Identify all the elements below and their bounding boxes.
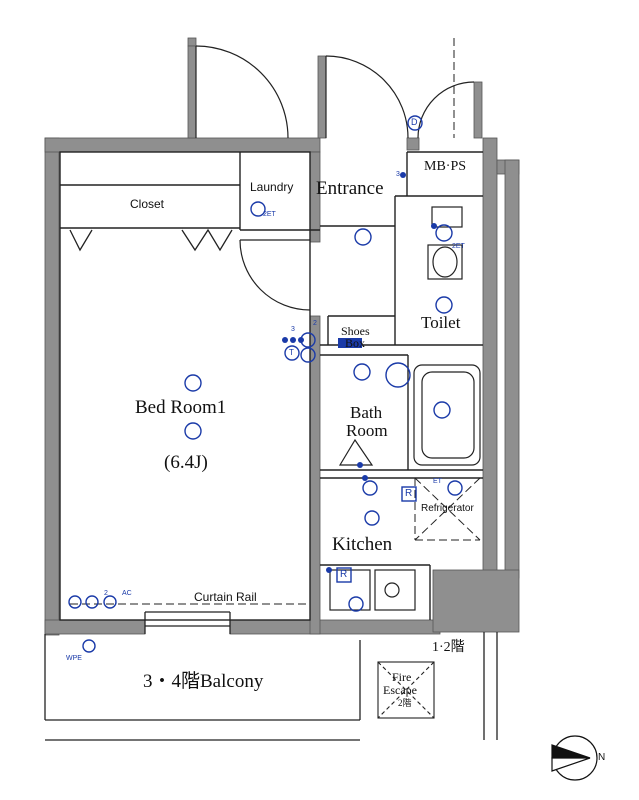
bathtub <box>338 364 481 466</box>
door-swings <box>195 45 475 311</box>
kitchen-label: Kitchen <box>332 534 393 555</box>
compass-north-label: N <box>598 752 606 763</box>
floor-note-label: 1·2階 <box>432 640 465 655</box>
entrance-label: Entrance <box>316 178 384 199</box>
electrical-symbols <box>68 115 463 653</box>
r-outlet-symbol-kitchen: R <box>340 569 348 580</box>
t-symbol: T <box>289 348 294 357</box>
two-et-symbol-laundry: 2ET <box>263 211 276 218</box>
two-et-symbol-toilet: 2ET <box>452 243 465 250</box>
balcony-label: 3・4階Balcony <box>143 671 264 692</box>
fire-escape-label-2: Escape <box>383 683 417 697</box>
fire-escape-label-1: Fire <box>392 670 412 684</box>
n3-symbol-entrance: 3 <box>396 171 400 178</box>
r-outlet-symbol: R <box>405 488 413 499</box>
n3-symbol-hall: 3 <box>291 326 295 333</box>
electrical-dots <box>282 172 437 573</box>
fire-escape-floor-label: 2階 <box>398 698 412 708</box>
fire-escape-hatch <box>377 661 435 719</box>
n2-symbol-bedroom: 2 <box>104 590 108 597</box>
et-symbol: ET <box>433 478 442 485</box>
shoes-box-label-1: Shoes <box>341 324 370 338</box>
refrigerator-label: Refrigerator <box>421 503 474 514</box>
bath-label-1: Bath <box>350 403 383 422</box>
bath-label-2: Room <box>346 421 388 440</box>
toilet-label: Toilet <box>421 313 461 332</box>
exterior-walls <box>44 37 520 636</box>
shoes-box-label-2: Box <box>345 336 366 350</box>
laundry-label: Laundry <box>250 180 294 194</box>
dashed-lines <box>70 38 481 605</box>
toilet-fixture <box>427 206 463 280</box>
n2-symbol-hall: 2 <box>313 320 317 327</box>
balcony-outline <box>44 611 498 741</box>
kitchen-fixtures <box>329 569 416 611</box>
closet-label: Closet <box>130 197 165 211</box>
compass-icon <box>551 735 598 781</box>
ac-symbol: AC <box>122 590 132 597</box>
curtain-rail-label: Curtain Rail <box>194 590 257 604</box>
mbps-label: MB·PS <box>424 159 467 174</box>
closet-doors <box>69 228 233 252</box>
interior-walls <box>59 151 483 621</box>
bedroom-size-label: (6.4J) <box>164 452 208 473</box>
bedroom-label: Bed Room1 <box>135 397 227 418</box>
wpe-symbol: WPE <box>66 655 82 662</box>
door-d-symbol: D <box>411 117 418 127</box>
